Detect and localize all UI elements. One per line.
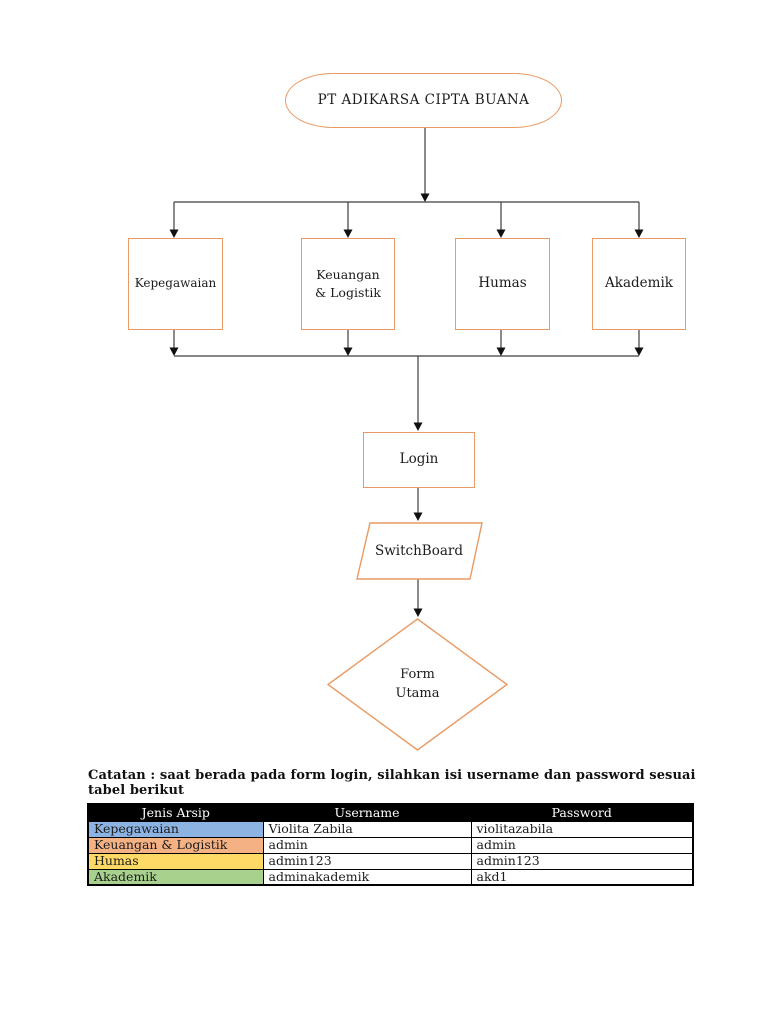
akademik-label: Akademik bbox=[605, 275, 673, 292]
cell-username: adminakademik bbox=[262, 868, 472, 886]
cell-password: violitazabila bbox=[470, 820, 694, 838]
login-label: Login bbox=[399, 451, 439, 468]
switchboard-label: SwitchBoard bbox=[356, 523, 482, 579]
cell-username: admin bbox=[262, 836, 472, 854]
kepegawaian-label: Kepegawaian bbox=[134, 276, 217, 291]
flowchart-box-kepegawaian: Kepegawaian bbox=[128, 238, 223, 330]
switchboard-text: SwitchBoard bbox=[375, 542, 463, 559]
switchboard-parallelogram bbox=[356, 522, 483, 580]
table-row: Kepegawaian Violita Zabila violitazabila bbox=[87, 820, 694, 838]
flowchart-box-humas: Humas bbox=[455, 238, 550, 330]
cell-username: Violita Zabila bbox=[262, 820, 472, 838]
form-utama-text: Form Utama bbox=[395, 666, 440, 702]
connector-arrowheads bbox=[169, 193, 644, 617]
cell-jenis-arsip: Keuangan & Logistik bbox=[87, 836, 264, 854]
cell-password: admin bbox=[470, 836, 694, 854]
cell-password: admin123 bbox=[470, 852, 694, 870]
table-header-row: Jenis Arsip Username Password bbox=[87, 803, 694, 822]
keuangan-logistik-label: Keuangan & Logistik bbox=[315, 266, 381, 300]
cell-password: akd1 bbox=[470, 868, 694, 886]
table-row: Keuangan & Logistik admin admin bbox=[87, 836, 694, 854]
flowchart-box-login: Login bbox=[363, 432, 475, 488]
form-utama-label: Form Utama bbox=[367, 651, 468, 717]
table-row: Humas admin123 admin123 bbox=[87, 852, 694, 870]
humas-label: Humas bbox=[478, 275, 527, 292]
cell-jenis-arsip: Kepegawaian bbox=[87, 820, 264, 838]
connector-lines bbox=[173, 128, 640, 609]
root-label: PT ADIKARSA CIPTA BUANA bbox=[317, 91, 530, 108]
flowchart-terminator-root: PT ADIKARSA CIPTA BUANA bbox=[285, 73, 562, 128]
cell-jenis-arsip: Akademik bbox=[87, 868, 264, 886]
column-header-username: Username bbox=[262, 803, 472, 822]
table-row: Akademik adminakademik akd1 bbox=[87, 868, 694, 886]
cell-username: admin123 bbox=[262, 852, 472, 870]
flowchart-box-akademik: Akademik bbox=[592, 238, 686, 330]
flowchart-box-keuangan-logistik: Keuangan & Logistik bbox=[301, 238, 395, 330]
column-header-password: Password bbox=[470, 803, 694, 822]
note-text: Catatan : saat berada pada form login, s… bbox=[88, 768, 696, 798]
flowchart-outline-shapes bbox=[326, 522, 509, 751]
column-header-jenis-arsip: Jenis Arsip bbox=[87, 803, 264, 822]
credentials-table: Jenis Arsip Username Password Kepegawaia… bbox=[87, 803, 694, 886]
cell-jenis-arsip: Humas bbox=[87, 852, 264, 870]
form-utama-diamond bbox=[326, 618, 509, 751]
